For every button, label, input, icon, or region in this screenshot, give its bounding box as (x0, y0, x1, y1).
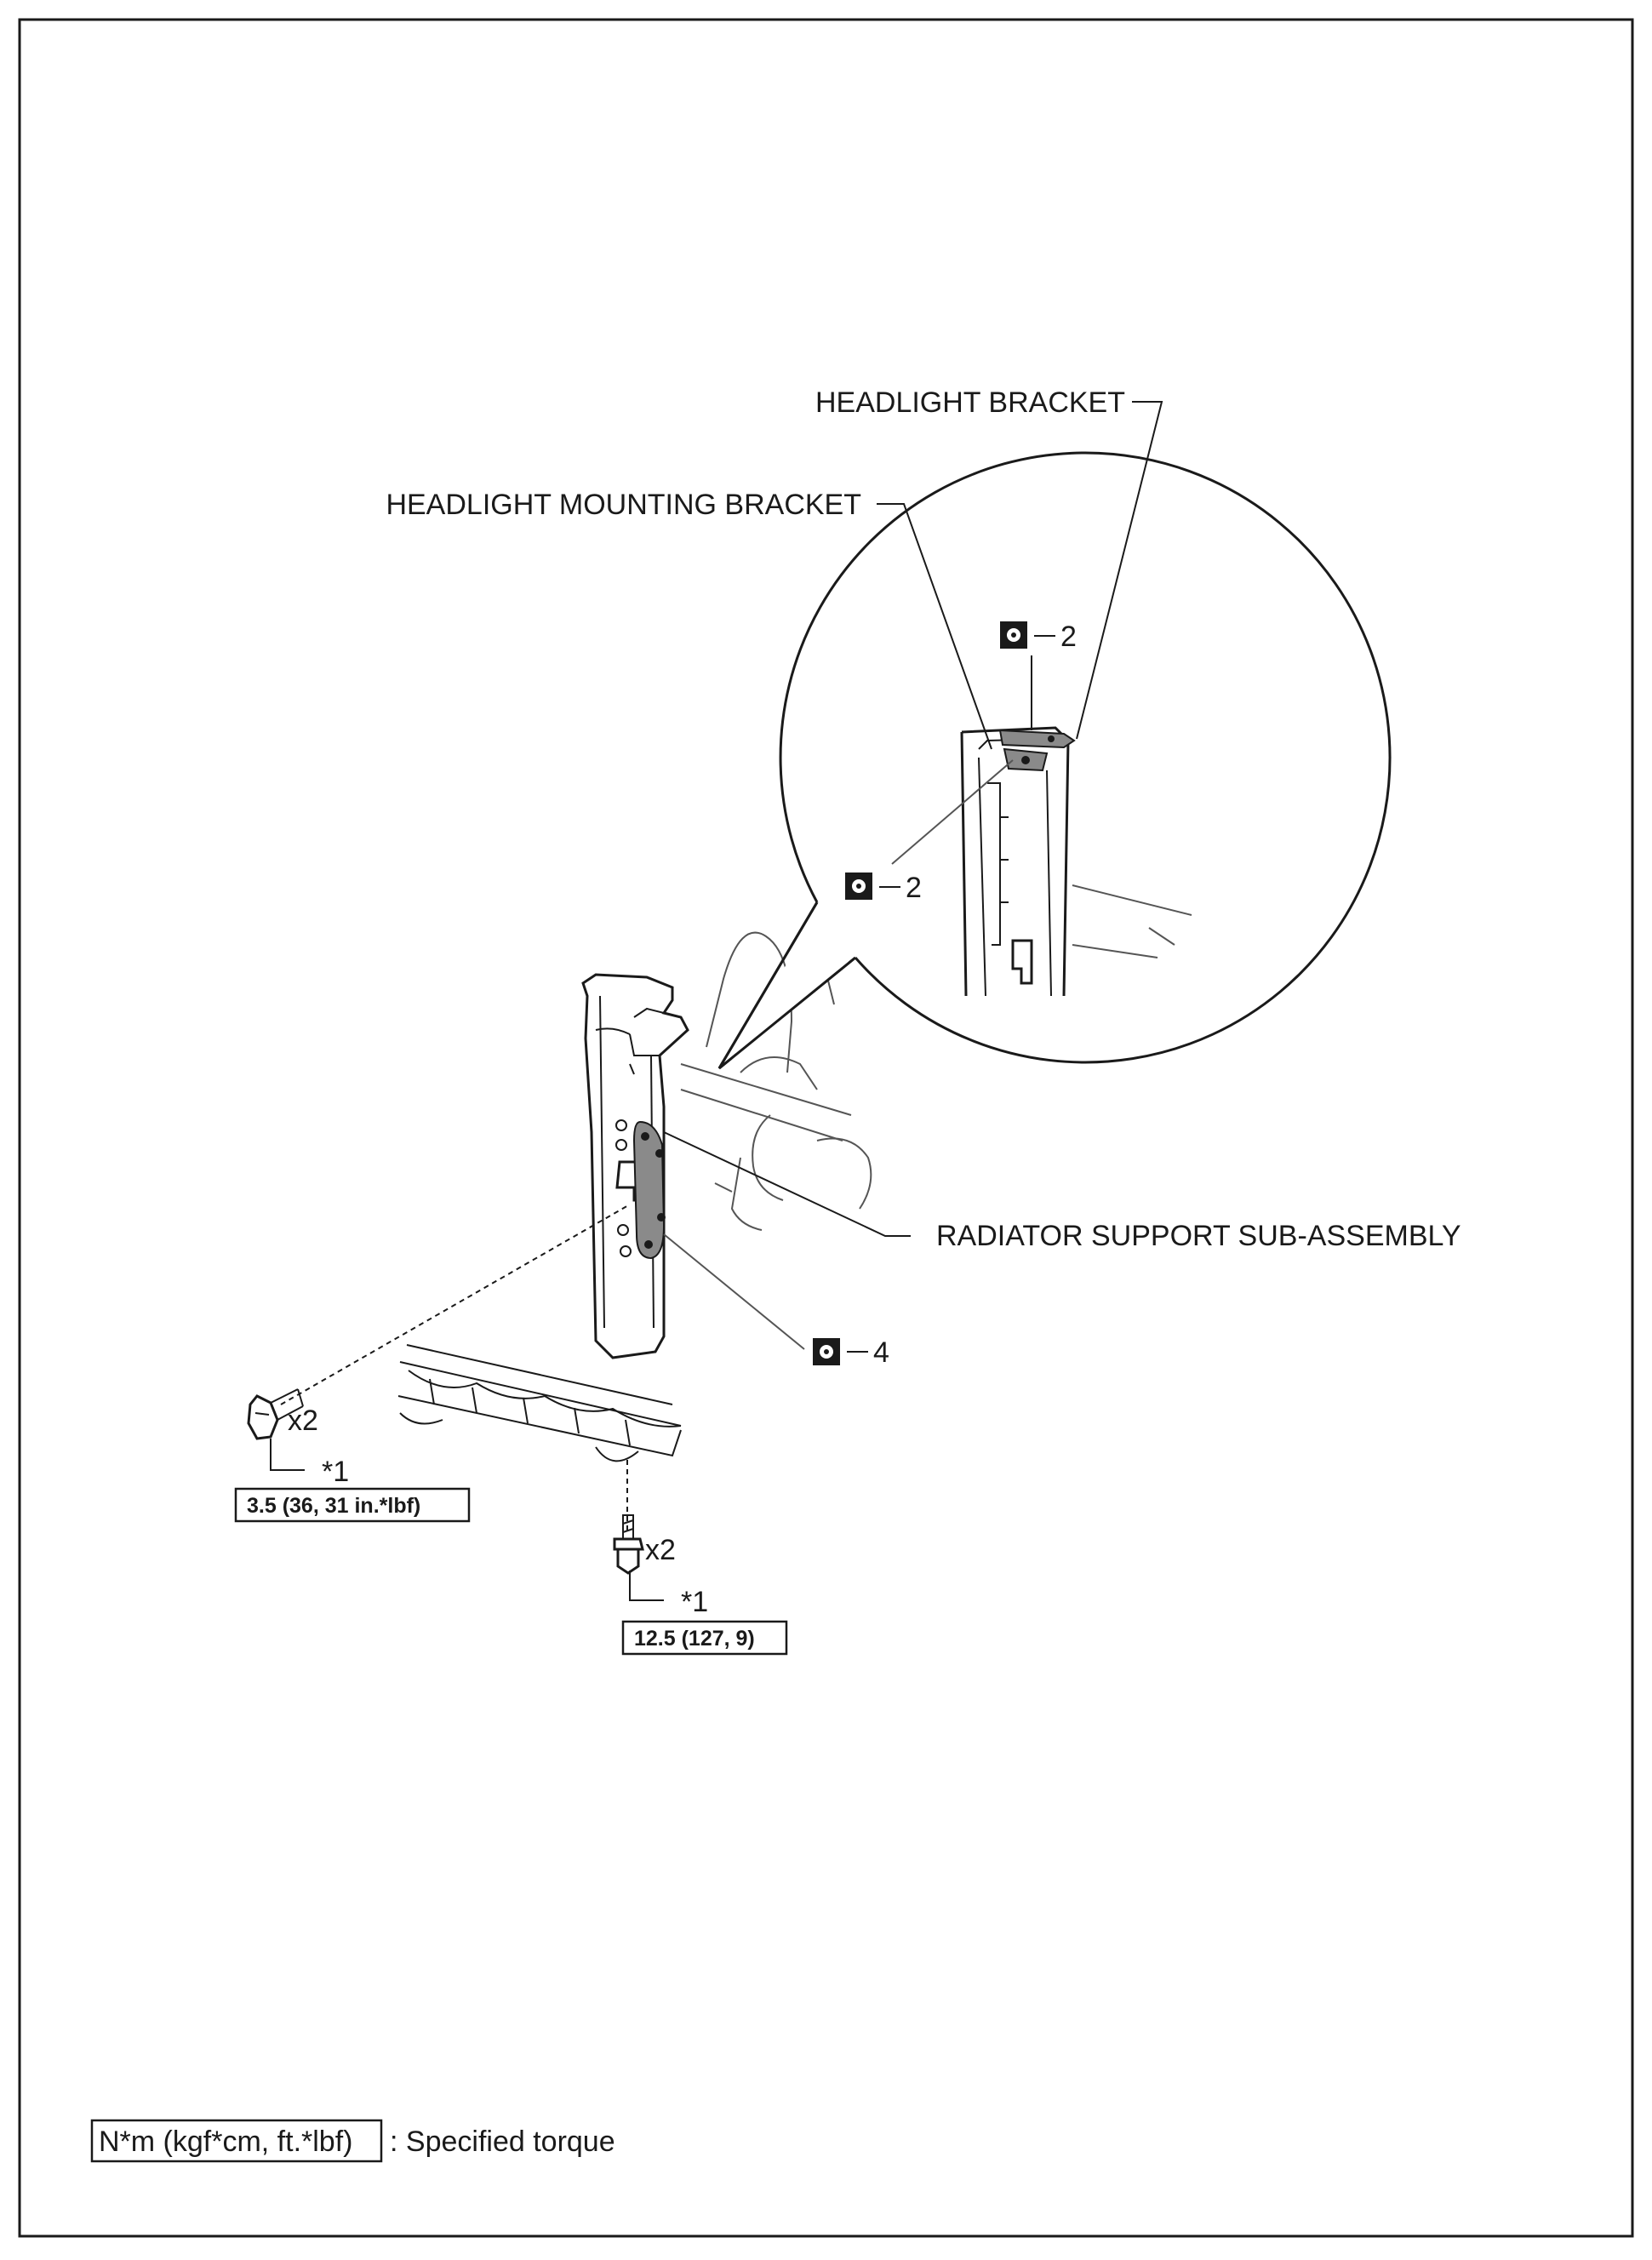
seal-top-count: 2 (1060, 621, 1077, 653)
legend-description: : Specified torque (390, 2126, 615, 2158)
label-headlight-mounting-bracket: HEADLIGHT MOUNTING BRACKET (386, 489, 861, 521)
torque-box-a (234, 1487, 471, 1523)
bolt-icon (613, 1514, 644, 1575)
seal-main-count: 4 (873, 1336, 889, 1369)
label-radiator-support: RADIATOR SUPPORT SUB-ASSEMBLY (936, 1220, 1461, 1252)
bolt-a-quantity: x2 (288, 1405, 318, 1437)
bolt-b-reference: *1 (681, 1586, 708, 1618)
legend-unit-box (90, 2119, 383, 2163)
seal-mid-count: 2 (906, 872, 922, 904)
sealant-application-icon (813, 1338, 868, 1365)
headlight-bracket-sealant (998, 729, 1076, 749)
bolt-a-torque: 3.5 (36, 31 in.*lbf) (247, 1494, 420, 1518)
lower-cross-member (397, 1344, 682, 1462)
leader-lines (270, 401, 1163, 1601)
page-border (18, 18, 1634, 2238)
bolt-b-torque: 12.5 (127, 9) (634, 1627, 755, 1651)
sealant-application-icon (1000, 621, 1055, 649)
legend-unit-text: N*m (kgf*cm, ft.*lbf) (99, 2126, 352, 2158)
detail-contents (960, 726, 1192, 997)
bolt-icon (247, 1388, 304, 1440)
detail-zoom-callout (717, 451, 1392, 1070)
radiator-support-part (581, 973, 689, 1359)
bolt-a-reference: *1 (322, 1456, 349, 1488)
bolt-b-quantity: x2 (645, 1534, 676, 1566)
sealant-application-icon (845, 873, 900, 900)
torque-box-b (621, 1620, 788, 1656)
sealant-area-main (632, 1120, 666, 1260)
label-headlight-bracket: HEADLIGHT BRACKET (815, 386, 1125, 419)
